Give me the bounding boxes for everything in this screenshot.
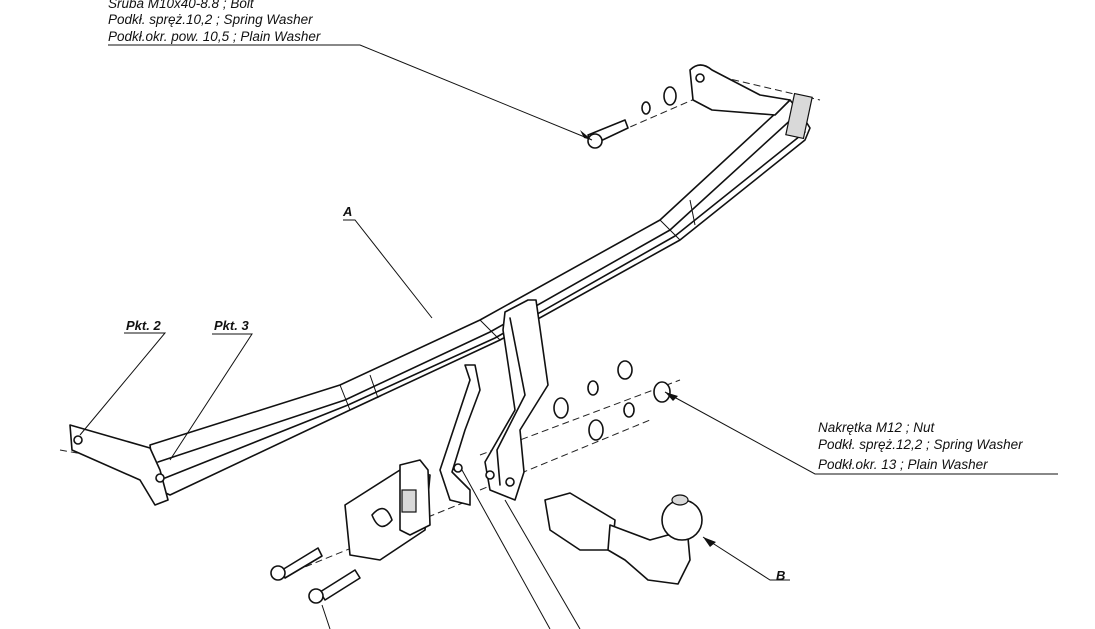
central-plate-hole-1 (485, 470, 495, 480)
side-bracket-hole (453, 463, 463, 473)
lower-bolt-2 (319, 569, 361, 601)
point3-label: Pkt. 3 (214, 318, 249, 333)
central-bracket-plate (484, 299, 549, 501)
lower-bolt-1-head (270, 565, 286, 581)
upper-spring-washer (587, 380, 599, 396)
crossbar-label-a: A (342, 204, 352, 219)
towball-highlight (671, 494, 689, 506)
upper-nut-1 (617, 360, 633, 380)
socket-label (401, 489, 417, 513)
crossbar-a-leader (343, 219, 433, 319)
towball-b-arrowhead (703, 537, 716, 547)
bottom-leader-2 (461, 469, 551, 629)
central-plate-hole-2 (505, 477, 515, 487)
central-bracket-plate-edge (496, 317, 526, 486)
crossbar-top-edge (157, 115, 796, 463)
crossbar-end-cap (785, 92, 813, 140)
left-bracket-hole-2 (155, 473, 165, 483)
lower-spring-washer (623, 402, 635, 418)
crossbar-segment-lines (339, 199, 696, 411)
lower-bolts (270, 547, 361, 604)
lower-nut-axis-line (479, 419, 651, 491)
top-callout-line1: Śruba M10x40-8.8 ; Bolt (108, 0, 255, 11)
upper-plain-washer (553, 397, 569, 419)
point3-leader (169, 333, 253, 461)
left-mounting-bracket (69, 424, 169, 506)
towball-neck (607, 524, 691, 585)
left-bracket-hole-1 (73, 435, 83, 445)
crossbar (149, 92, 813, 496)
towball-label-b: B (776, 568, 785, 583)
right-callout-line2: Podkł. spręż.12,2 ; Spring Washer (818, 437, 1023, 452)
mounting-plate-cutout (371, 507, 393, 528)
lower-bolt-2-head (308, 588, 324, 604)
top-callout-arrowhead (580, 130, 592, 140)
bottom-leader-1 (321, 604, 331, 629)
lower-plain-washer (588, 419, 604, 441)
right-callout-arrowhead (665, 392, 678, 401)
right-callout-line1: Nakrętka M12 ; Nut (818, 420, 936, 435)
top-plain-washer (663, 86, 677, 106)
lower-bolt-1 (281, 547, 323, 579)
lower-nut (653, 381, 671, 403)
mounting-plate-socket (344, 459, 431, 561)
right-callout-leader (664, 391, 1058, 475)
top-bolt-head (587, 133, 603, 149)
right-mounting-bracket (689, 64, 791, 116)
right-bracket-hole (695, 73, 705, 83)
side-bracket-wing (439, 364, 481, 506)
bottom-leader-3 (504, 499, 581, 629)
point2-leader (79, 332, 167, 436)
point2-label: Pkt. 2 (126, 318, 161, 333)
towball-head (661, 499, 703, 541)
top-bolt-set (587, 86, 677, 149)
crossbar-body (149, 99, 811, 496)
nut-washer-stack (553, 360, 671, 441)
top-callout-line2: Podkł. spręż.10,2 ; Spring Washer (108, 12, 313, 27)
crossbar-mid-edge (164, 131, 806, 479)
top-callout-leader (108, 44, 593, 141)
right-callout-line3: Podkł.okr. 13 ; Plain Washer (818, 457, 988, 472)
towball-b-leader (702, 536, 790, 581)
top-spring-washer (641, 101, 651, 115)
top-callout-line3: Podkł.okr. pow. 10,5 ; Plain Washer (108, 29, 321, 44)
towball-assembly (544, 492, 703, 585)
towball-mount-block (544, 492, 616, 551)
